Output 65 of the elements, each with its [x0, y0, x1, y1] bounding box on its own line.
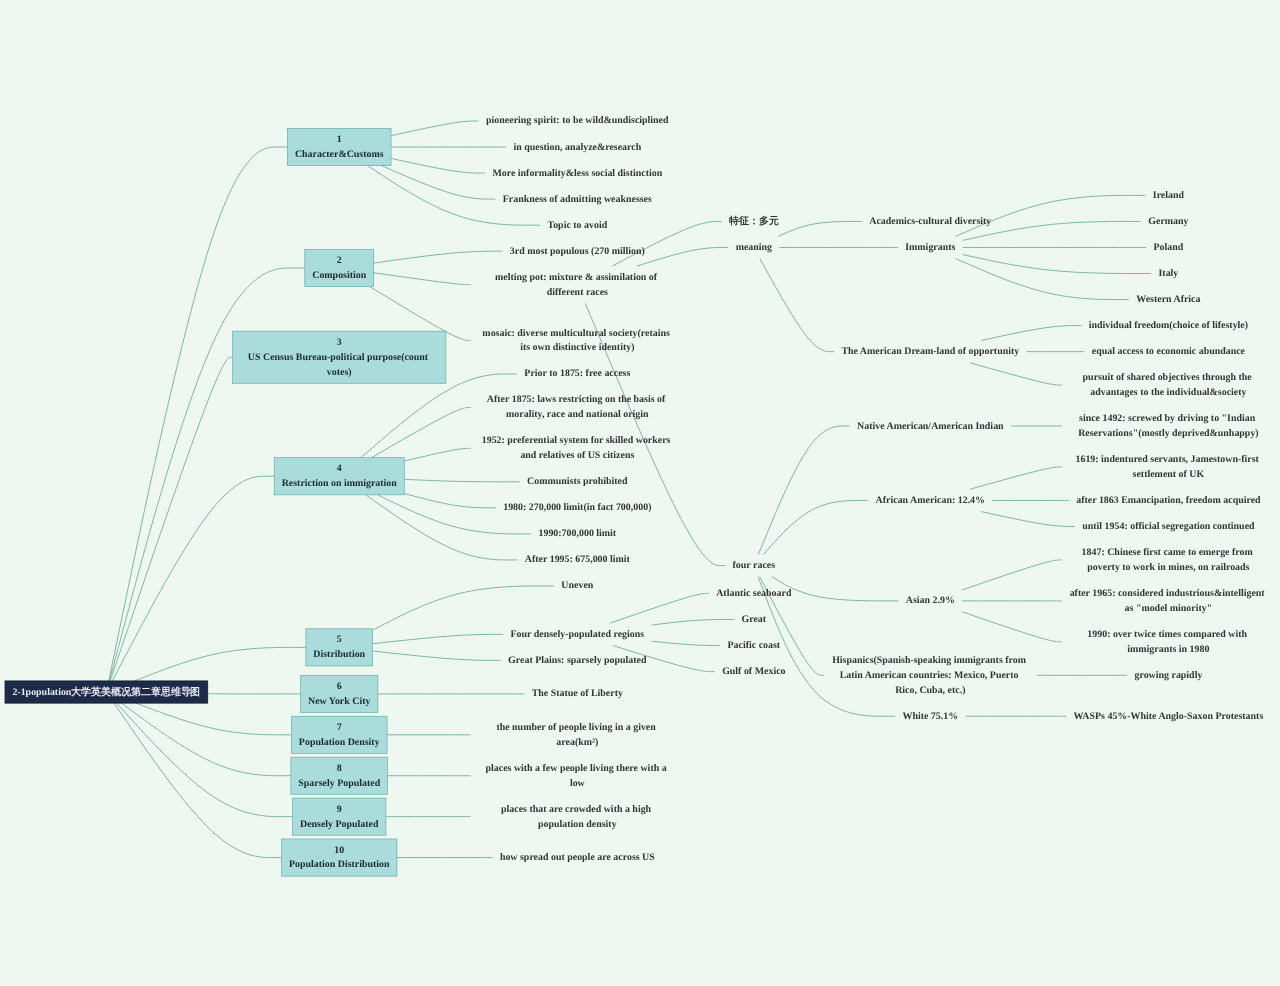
connector: [396, 857, 493, 858]
connector: [1036, 674, 1128, 676]
connector: [108, 146, 288, 682]
connector: [390, 158, 486, 174]
connector: [135, 702, 292, 736]
connector: [651, 619, 735, 626]
connector: [381, 165, 496, 200]
connector: [386, 734, 472, 736]
connector: [403, 478, 521, 483]
connector: [116, 702, 293, 817]
connector: [403, 493, 497, 509]
connector: [611, 221, 722, 267]
connector: [371, 407, 472, 459]
connector: [360, 373, 518, 459]
connector: [373, 272, 472, 286]
connector: [965, 715, 1067, 717]
connector: [373, 250, 503, 264]
connector: [980, 325, 1082, 341]
connector: [992, 500, 1070, 501]
connector: [390, 146, 507, 148]
connector: [207, 693, 301, 695]
connector: [113, 702, 282, 858]
connector: [111, 475, 275, 682]
connector: [372, 585, 555, 631]
connector: [1026, 351, 1085, 352]
connector: [584, 302, 726, 566]
connector: [980, 511, 1076, 527]
connector: [969, 466, 1063, 490]
connector: [757, 576, 896, 717]
connector: [365, 494, 518, 561]
connector: [367, 165, 541, 226]
connector: [612, 645, 716, 672]
connector: [763, 500, 869, 555]
connector: [636, 247, 729, 267]
connector: [134, 647, 307, 682]
connector: [961, 611, 1063, 643]
connector: [778, 221, 863, 237]
connector: [961, 559, 1063, 591]
connector: [962, 254, 1152, 274]
connector: [369, 286, 472, 341]
connector: [962, 221, 1142, 241]
connector: [372, 650, 502, 661]
connector: [771, 576, 899, 602]
connector: [779, 247, 899, 248]
connector: [955, 258, 1130, 300]
connector: [377, 494, 532, 535]
connector: [109, 356, 233, 682]
connector: [377, 693, 525, 695]
connector: [372, 634, 504, 645]
connector: [1010, 425, 1063, 427]
connector: [758, 425, 850, 555]
connector: [390, 120, 480, 137]
connector: [962, 247, 1147, 248]
connector: [121, 702, 292, 777]
connector: [609, 593, 710, 624]
connector: [403, 448, 472, 462]
connector: [969, 362, 1063, 386]
connector: [387, 775, 472, 777]
connector: [955, 195, 1146, 237]
connector: [651, 640, 721, 646]
connector: [385, 816, 472, 817]
connector: [759, 258, 835, 352]
connector: [759, 576, 825, 676]
connector: [109, 267, 306, 682]
connector: [961, 600, 1063, 602]
